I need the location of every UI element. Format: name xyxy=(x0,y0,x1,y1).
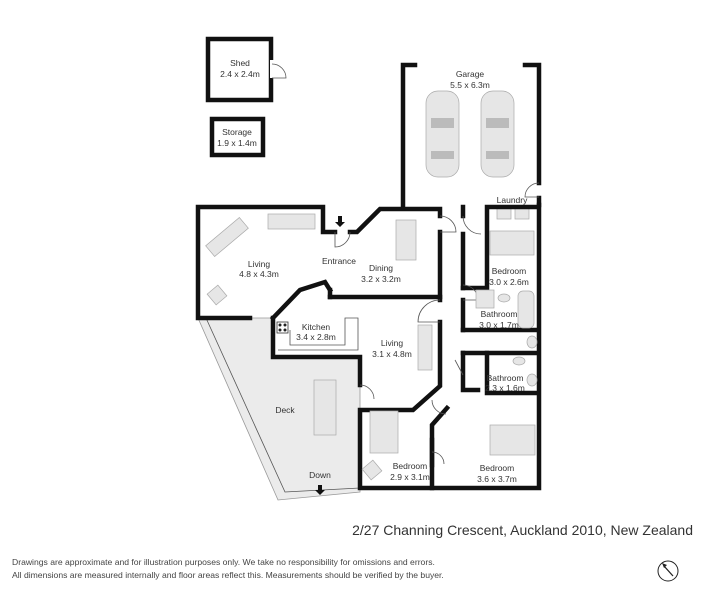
room-name: Living xyxy=(381,338,403,348)
room-name: Living xyxy=(248,259,270,269)
cooktop-icon xyxy=(276,321,289,334)
room-dims: 2.3 x 1.6m xyxy=(485,383,525,393)
north-arrow-icon xyxy=(657,560,679,582)
room-name: Bedroom xyxy=(393,461,428,471)
bed-icon xyxy=(489,230,535,256)
disclaimer-line-2: All dimensions are measured internally a… xyxy=(12,570,444,580)
storage-walls xyxy=(209,116,266,158)
sink-icon xyxy=(512,356,526,366)
car-icon xyxy=(425,90,460,178)
room-name: Deck xyxy=(275,405,295,415)
room-dims: 1.9 x 1.4m xyxy=(217,138,257,148)
room-dims: 3.4 x 2.8m xyxy=(296,332,336,342)
toilet-icon xyxy=(526,373,538,387)
armchair-icon xyxy=(206,284,228,306)
arrow-down-icon xyxy=(335,216,345,227)
stairs-label: Down xyxy=(309,470,331,480)
room-name: Shed xyxy=(230,58,250,68)
room-name: Laundry xyxy=(497,195,528,205)
disclaimer-line-1: Drawings are approximate and for illustr… xyxy=(12,557,435,567)
room-dims: 4.8 x 4.3m xyxy=(239,269,279,279)
room-name: Garage xyxy=(456,69,485,79)
bed-icon xyxy=(489,424,536,456)
deck-table-icon xyxy=(313,379,337,436)
room-dims: 2.4 x 2.4m xyxy=(220,69,260,79)
bathtub-icon xyxy=(517,290,535,329)
bed-icon xyxy=(369,410,399,454)
toilet-icon xyxy=(526,335,538,349)
car-icon xyxy=(480,90,515,178)
room-dims: 3.0 x 2.6m xyxy=(489,277,529,287)
room-dims: 3.2 x 3.2m xyxy=(361,274,401,284)
sink-icon xyxy=(497,293,511,303)
house-walls xyxy=(195,202,542,491)
room-name: Bedroom xyxy=(480,463,515,473)
sofa-icon xyxy=(205,217,249,257)
sofa-icon xyxy=(267,213,316,230)
arrow-down-icon xyxy=(315,485,325,495)
shower-icon xyxy=(475,289,495,309)
room-name: Kitchen xyxy=(302,322,331,332)
room-name: Bathroom xyxy=(481,309,518,319)
room-dims: 3.1 x 4.8m xyxy=(372,349,412,359)
room-name: Dining xyxy=(369,263,393,273)
room-name: Bedroom xyxy=(492,266,527,276)
room-name: Bathroom xyxy=(487,373,524,383)
room-dims: 5.5 x 6.3m xyxy=(450,80,490,90)
property-address: 2/27 Channing Crescent, Auckland 2010, N… xyxy=(352,522,693,538)
room-name: Entrance xyxy=(322,256,356,266)
armchair-icon xyxy=(361,459,383,481)
sofa-icon xyxy=(417,324,433,371)
dining-table-icon xyxy=(395,219,417,261)
room-dims: 3.0 x 1.7m xyxy=(479,320,519,330)
room-name: Storage xyxy=(222,127,252,137)
room-dims: 2.9 x 3.1m xyxy=(390,472,430,482)
room-dims: 3.6 x 3.7m xyxy=(477,474,517,484)
kitchen-counter xyxy=(278,317,359,351)
